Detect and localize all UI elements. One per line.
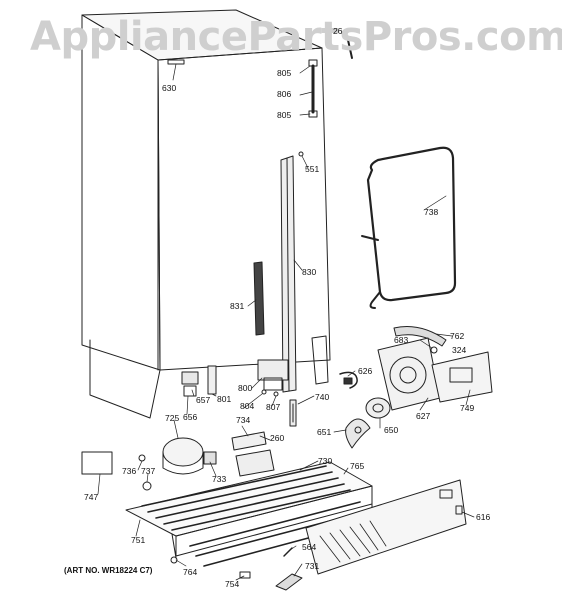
callout-831: 831 — [230, 301, 245, 311]
callout-551: 551 — [305, 164, 320, 174]
callout-807: 807 — [266, 402, 281, 412]
front-grille-drawing — [275, 479, 467, 591]
callout-738: 738 — [424, 207, 439, 217]
valve-group-drawing — [181, 359, 297, 427]
compressor-drawing — [81, 431, 275, 491]
callout-324: 324 — [452, 345, 467, 355]
fan-assembly-drawing — [339, 326, 493, 449]
callout-749: 749 — [460, 403, 475, 413]
callout-730: 730 — [318, 456, 333, 466]
callout-630: 630 — [162, 83, 177, 93]
leader-lines — [97, 63, 475, 581]
callout-733: 733 — [212, 474, 227, 484]
callout-765: 765 — [350, 461, 365, 471]
callout-626: 626 — [358, 366, 373, 376]
callout-260: 260 — [270, 433, 285, 443]
callout-800: 800 — [238, 383, 253, 393]
callout-830: 830 — [302, 267, 317, 277]
callout-616: 616 — [476, 512, 491, 522]
heater-loop-drawing — [361, 146, 457, 309]
callout-26: 26 — [333, 26, 343, 36]
callout-801: 801 — [217, 394, 232, 404]
callout-805-top: 805 — [277, 68, 292, 78]
callout-804: 804 — [240, 401, 255, 411]
cabinet-drawing — [81, 9, 353, 419]
callout-731: 731 — [305, 561, 320, 571]
callout-737: 737 — [141, 466, 156, 476]
callout-740: 740 — [315, 392, 330, 402]
callout-747: 747 — [84, 492, 99, 502]
callout-734: 734 — [236, 415, 251, 425]
callout-627: 627 — [416, 411, 431, 421]
callout-806: 806 — [277, 89, 292, 99]
callout-657: 657 — [196, 395, 211, 405]
callout-650: 650 — [384, 425, 399, 435]
callout-762: 762 — [450, 331, 465, 341]
callout-656: 656 — [183, 412, 198, 422]
callout-725: 725 — [165, 413, 180, 423]
art-number: (ART NO. WR18224 C7) — [64, 566, 153, 575]
callout-564: 564 — [302, 542, 317, 552]
callout-751: 751 — [131, 535, 146, 545]
callout-683: 683 — [394, 335, 409, 345]
callout-764: 764 — [183, 567, 198, 577]
callout-736: 736 — [122, 466, 137, 476]
callout-805-bottom: 805 — [277, 110, 292, 120]
callout-651: 651 — [317, 427, 332, 437]
callout-754: 754 — [225, 579, 240, 589]
